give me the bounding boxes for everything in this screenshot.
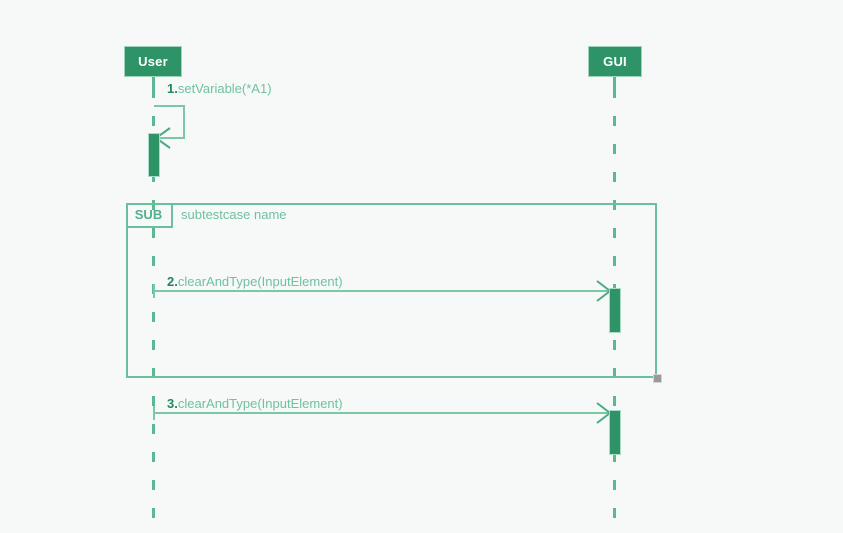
participant-box-user[interactable]: User bbox=[124, 46, 182, 77]
message-text-3: clearAndType(InputElement) bbox=[177, 396, 343, 411]
message-number-2: 2. bbox=[167, 274, 178, 289]
message-label-3[interactable]: 3.clearAndType(InputElement) bbox=[167, 397, 343, 410]
participant-label-user: User bbox=[138, 54, 168, 69]
message-number-1: 1. bbox=[167, 81, 178, 96]
message-label-2[interactable]: 2.clearAndType(InputElement) bbox=[167, 275, 343, 288]
message-text-2: clearAndType(InputElement) bbox=[177, 274, 343, 289]
fragment-frame-sub[interactable] bbox=[126, 203, 657, 378]
activation-bar-user-1[interactable] bbox=[148, 133, 160, 177]
fragment-tag-label: SUB bbox=[134, 207, 163, 222]
participant-box-gui[interactable]: GUI bbox=[588, 46, 642, 77]
fragment-name-label: subtestcase name bbox=[181, 207, 287, 222]
message-text-1: setVariable(*A1) bbox=[177, 81, 272, 96]
participant-label-gui: GUI bbox=[603, 54, 627, 69]
message-number-3: 3. bbox=[167, 396, 178, 411]
message-label-1[interactable]: 1.setVariable(*A1) bbox=[167, 82, 272, 95]
fragment-tag-box: SUB bbox=[126, 203, 173, 228]
resize-handle-bottom-right[interactable] bbox=[653, 374, 662, 383]
activation-bar-gui-2[interactable] bbox=[609, 410, 621, 455]
activation-bar-gui-1[interactable] bbox=[609, 288, 621, 333]
